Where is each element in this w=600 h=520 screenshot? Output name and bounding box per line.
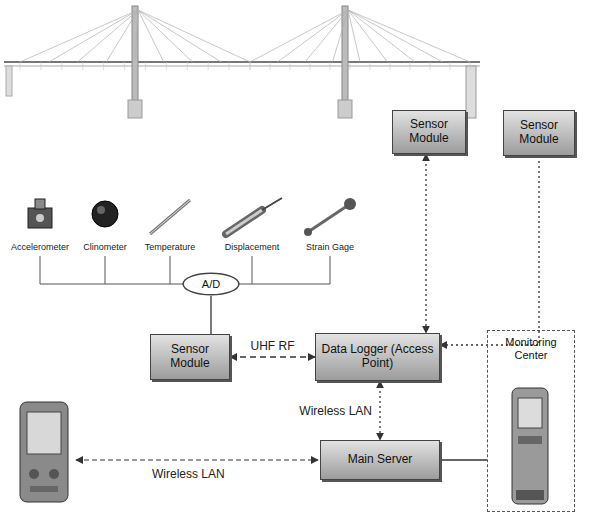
connector [230, 356, 315, 357]
strain-gage-icon [304, 198, 356, 236]
node-text: Data Logger (Access Point) [321, 343, 434, 371]
node-text: Sensor Module [509, 119, 569, 147]
main-server-box: Main Server [320, 440, 440, 480]
sensor-label: Accelerometer [11, 242, 69, 252]
oval-shape [183, 273, 239, 295]
sensor-label: Strain Gage [306, 242, 354, 252]
node-text: A/D [202, 278, 220, 290]
pda-icon [20, 402, 68, 502]
sensor-module-box: Sensor Module [503, 110, 575, 156]
node-text: Monitoring Center [492, 336, 570, 361]
link-label: Wireless LAN [297, 404, 374, 418]
link-label: UHF RF [249, 339, 297, 353]
pda-link [76, 459, 318, 460]
sensor-module-box: Sensor Module [392, 110, 466, 154]
bridge-illustration [4, 6, 480, 118]
node-text: Main Server [348, 453, 413, 467]
monitoring-terminal-icon [512, 388, 548, 504]
connector [440, 459, 487, 460]
node-text: Sensor Module [156, 343, 224, 371]
clinometer-icon [92, 201, 118, 227]
link-label: Wireless LAN [150, 467, 227, 481]
sensor-label: Temperature [145, 242, 196, 252]
data-logger-box: Data Logger (Access Point) [315, 333, 440, 381]
temperature-icon [150, 200, 190, 234]
connector [440, 156, 539, 345]
sensor-label: Displacement [225, 242, 280, 252]
connector [379, 381, 380, 440]
displacement-icon [226, 198, 282, 234]
node-text: Sensor Module [398, 118, 460, 146]
ad-converter-oval: A/D [182, 272, 240, 296]
connector [210, 296, 211, 334]
accelerometer-icon [28, 199, 52, 228]
monitoring-center-region: Monitoring Center [487, 330, 575, 512]
sensor-label: Clinometer [83, 242, 127, 252]
sensor-module-box: Sensor Module [150, 334, 230, 380]
connector [425, 154, 426, 333]
